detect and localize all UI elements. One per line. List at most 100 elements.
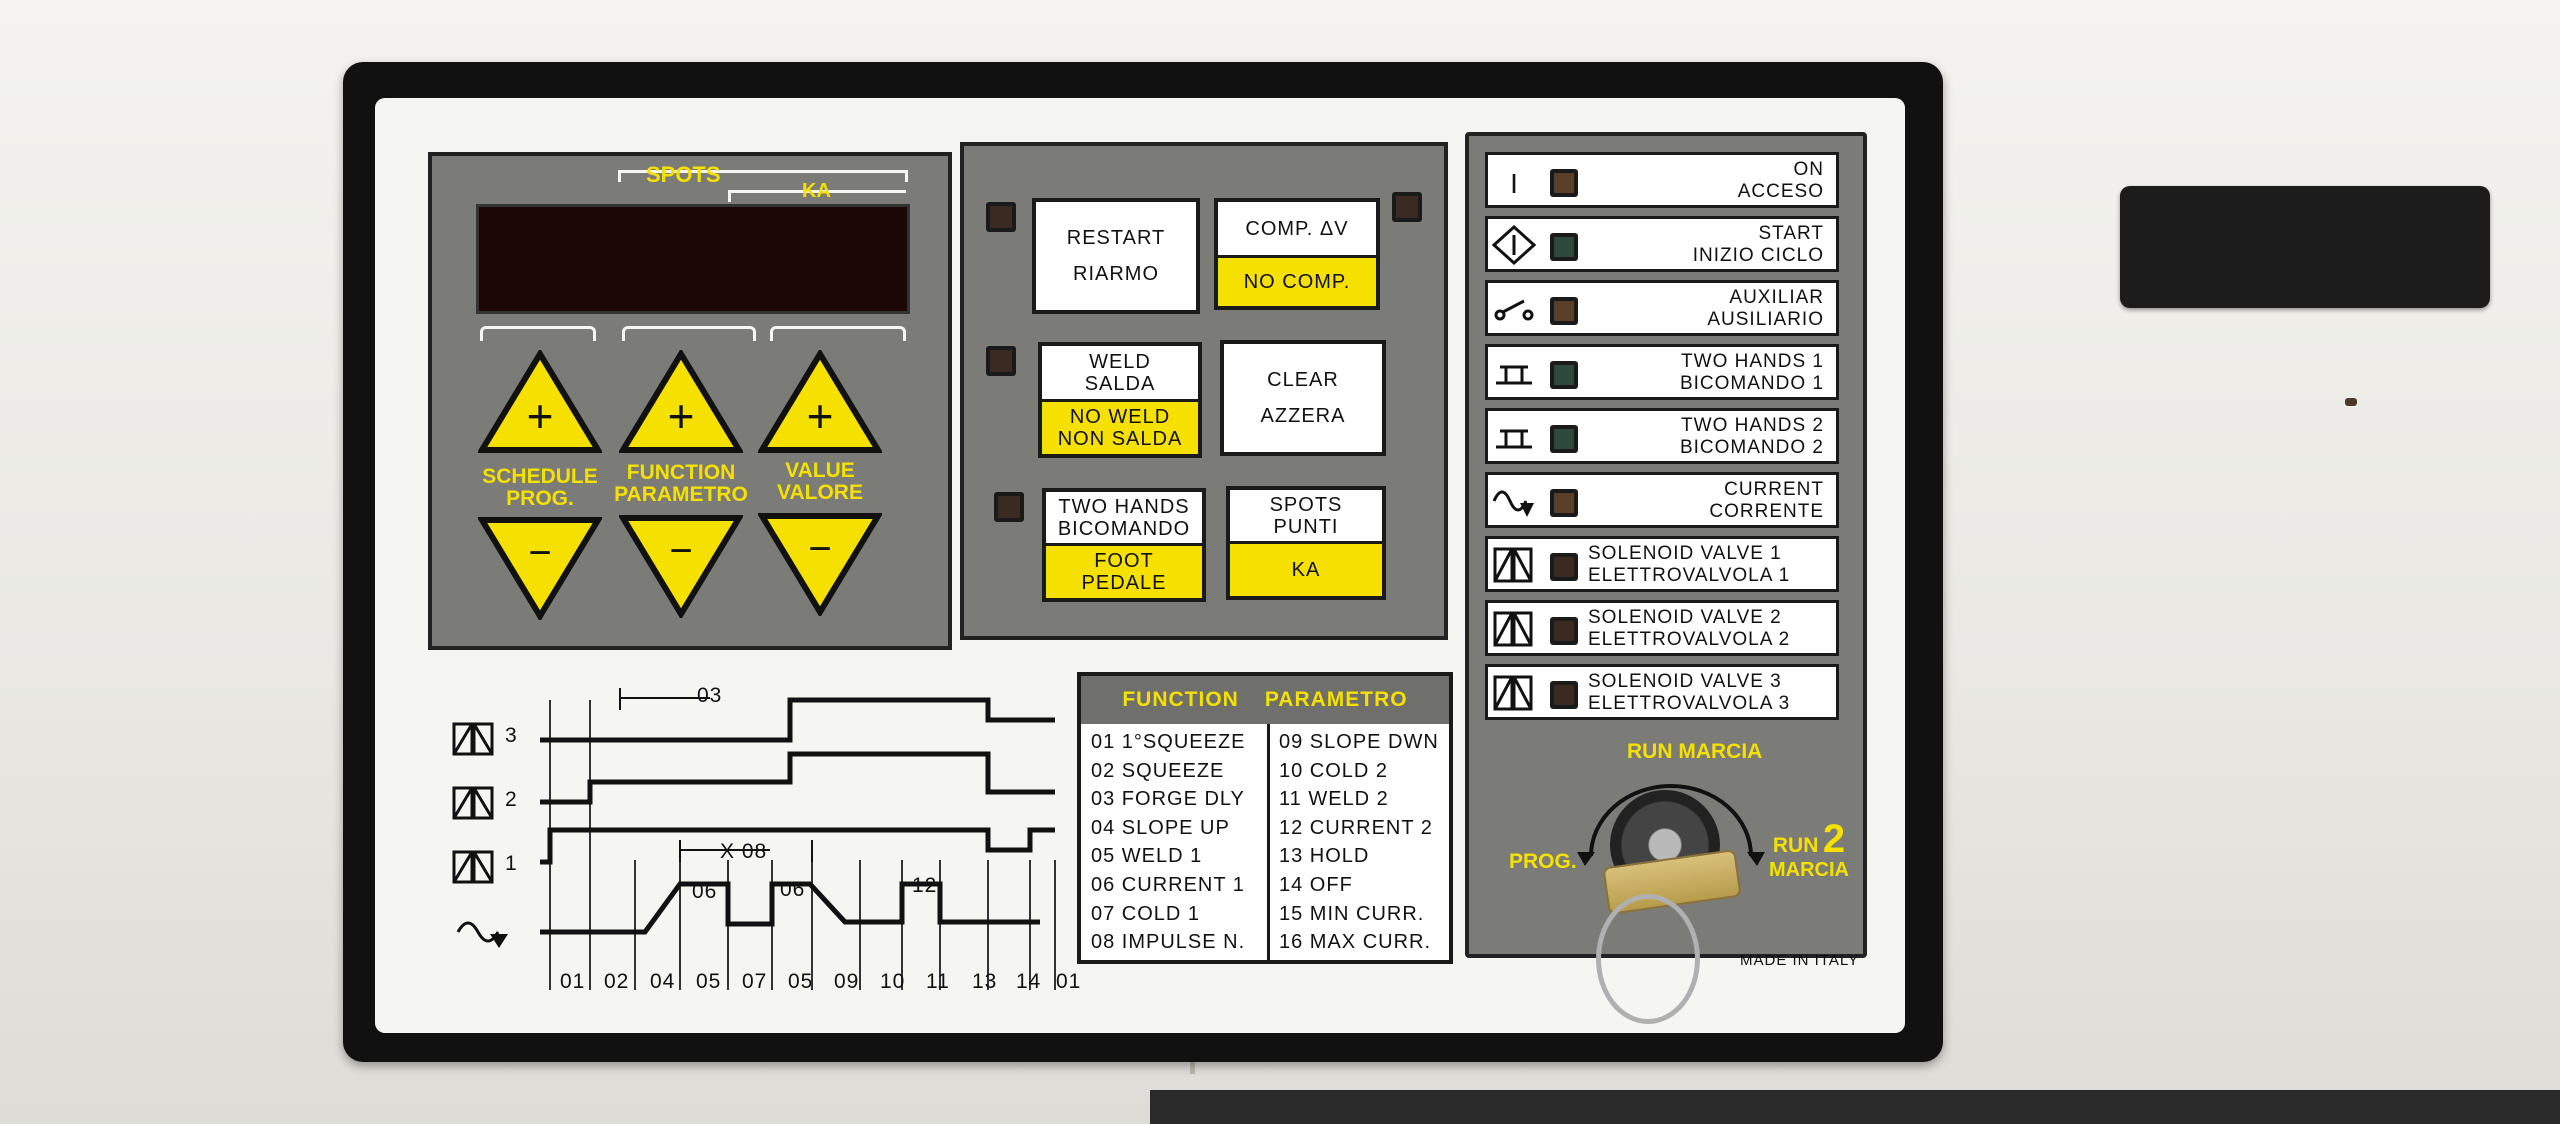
indicator-label-line1: START <box>1758 223 1824 244</box>
clear-key-label: CLEAR <box>1267 369 1339 391</box>
indicator-led <box>1550 489 1578 517</box>
parameter-item: 10 COLD 2 <box>1279 759 1389 782</box>
solenoid-icon <box>1493 611 1533 647</box>
solenoid-icon <box>1493 547 1533 583</box>
function-label-1: FUNCTION <box>626 461 736 484</box>
weld-key[interactable]: WELD SALDA NO WELD NON SALDA <box>1038 342 1202 458</box>
parameter-item: 11 WELD 2 <box>1279 788 1389 811</box>
plus-icon: + <box>807 390 834 442</box>
parameter-item: 06 CURRENT 1 <box>1091 873 1245 896</box>
display-brace <box>480 326 596 341</box>
parameter-item: 02 SQUEEZE <box>1091 759 1225 782</box>
indicator-label-line2: CORRENTE <box>1709 501 1824 522</box>
timing-axis-label: 02 <box>604 970 630 993</box>
indicator-label-line2: BICOMANDO 2 <box>1679 437 1824 458</box>
pulse-label: 06 <box>780 878 806 901</box>
bracket-tick <box>618 170 621 182</box>
indicator-led <box>1550 233 1578 261</box>
clear-key[interactable]: CLEAR AZZERA <box>1220 340 1386 456</box>
restart-led <box>986 202 1016 232</box>
ka-label: KA <box>802 180 831 202</box>
current-wave-icon <box>1492 490 1534 517</box>
schedule-minus-button[interactable]: − <box>478 516 602 620</box>
display-block: SPOTS KA + + + SCHEDULE PROG. FUNCTION P… <box>428 152 952 650</box>
keyring-icon <box>1596 894 1700 1024</box>
timing-diagram <box>540 688 1056 990</box>
parameter-item: 03 FORGE DLY <box>1091 788 1245 811</box>
value-label-2: VALORE <box>777 481 863 504</box>
function-key-block: RESTART RIARMO COMP. ΔV NO COMP. WELD SA… <box>960 142 1448 640</box>
on-icon: I <box>1510 168 1518 199</box>
minus-icon: − <box>808 527 831 571</box>
indicator-label-line1: AUXILIAR <box>1729 287 1824 308</box>
two-hands-led <box>994 492 1024 522</box>
run2-number: 2 <box>1822 817 1846 861</box>
machine-slot <box>2120 186 2490 308</box>
parameter-item: 09 SLOPE DWN <box>1279 731 1439 753</box>
spots-label: SPOTS <box>646 162 721 187</box>
run2-run-text: RUN <box>1772 834 1819 857</box>
plus-icon: + <box>668 390 695 442</box>
svg-text:I: I <box>1510 168 1518 199</box>
prog-label: PROG. <box>1509 850 1577 873</box>
indicator-label-line1: CURRENT <box>1724 479 1824 500</box>
function-minus-button[interactable]: − <box>619 514 743 618</box>
table-divider <box>1267 724 1270 960</box>
parameter-item: 12 CURRENT 2 <box>1279 816 1433 839</box>
schedule-label-2: PROG. <box>506 487 574 510</box>
value-plus-button[interactable]: + <box>758 350 882 454</box>
parameter-item: 05 WELD 1 <box>1091 845 1203 868</box>
foot-key-label: FOOT PEDALE <box>1046 543 1202 598</box>
solenoid-icon <box>1493 675 1533 711</box>
indicator-label-line2: INIZIO CICLO <box>1692 245 1824 266</box>
timing-axis-label: 13 <box>972 970 998 993</box>
no-weld-key-label: NO WELD NON SALDA <box>1042 399 1198 454</box>
two-hands-icon <box>1496 429 1532 449</box>
indicator-label-line1: TWO HANDS 2 <box>1681 415 1824 436</box>
schedule-label: SCHEDULE PROG. <box>465 466 615 510</box>
parameter-item: 04 SLOPE UP <box>1091 816 1230 839</box>
restart-key[interactable]: RESTART RIARMO <box>1032 198 1200 314</box>
interval-label: 03 <box>697 684 723 707</box>
riarmo-key-label: RIARMO <box>1073 263 1159 285</box>
azzera-key-label: AZZERA <box>1260 405 1346 427</box>
two-hands-icon <box>1496 365 1532 385</box>
two-hands-foot-key[interactable]: TWO HANDS BICOMANDO FOOT PEDALE <box>1042 488 1206 602</box>
function-label-2: PARAMETRO <box>614 483 748 506</box>
parameter-item: 13 HOLD <box>1279 845 1370 868</box>
value-minus-button[interactable]: − <box>758 512 882 616</box>
ka-key-label: KA <box>1230 541 1382 596</box>
display-brace <box>770 326 906 341</box>
spots-ka-key[interactable]: SPOTS PUNTI KA <box>1226 486 1386 600</box>
comp-key[interactable]: COMP. ΔV NO COMP. <box>1214 198 1380 310</box>
valve-2-label: 2 <box>505 788 518 811</box>
schedule-plus-button[interactable]: + <box>478 350 602 454</box>
indicator-label-line2: BICOMANDO 1 <box>1679 373 1824 394</box>
parameter-table-header: FUNCTION PARAMETRO <box>1081 676 1449 724</box>
timing-axis-label: 01 <box>1056 970 1082 993</box>
timing-axis-label: 09 <box>834 970 860 993</box>
valve-1-label: 1 <box>505 852 518 875</box>
weld-led <box>986 346 1016 376</box>
indicator-led <box>1550 169 1578 197</box>
spots-key-label: SPOTS PUNTI <box>1269 493 1343 538</box>
comp-key-label: COMP. ΔV <box>1245 217 1349 240</box>
repeat-label: X 08 <box>720 840 768 863</box>
function-header: FUNCTION <box>1122 688 1239 711</box>
indicator-led <box>1550 361 1578 389</box>
timing-axis-label: 05 <box>788 970 814 993</box>
timing-axis-label: 11 <box>926 970 950 993</box>
comp-led <box>1392 192 1422 222</box>
timing-axis-label: 10 <box>880 970 906 993</box>
indicator-led <box>1550 681 1578 709</box>
function-plus-button[interactable]: + <box>619 350 743 454</box>
